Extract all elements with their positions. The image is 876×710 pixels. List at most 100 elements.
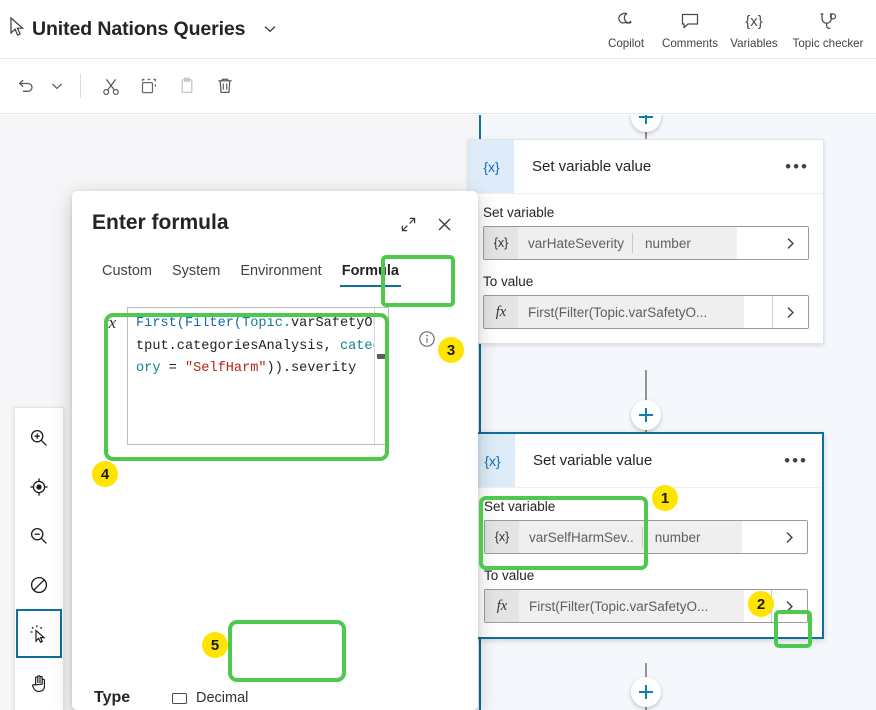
to-value-text: First(Filter(Topic.varSafetyO... xyxy=(528,304,708,320)
canvas-zoom-toolbar xyxy=(14,407,64,710)
undo-dropdown-button[interactable] xyxy=(46,68,68,104)
variable-braces-icon: {x} xyxy=(484,227,518,259)
fx-icon: fx xyxy=(484,296,518,328)
page-title: United Nations Queries xyxy=(32,17,246,40)
annotation-badge-2: 2 xyxy=(748,591,774,617)
node-body: Set variable {x} varSelfHarmSev.. number xyxy=(470,488,822,637)
tab-custom[interactable]: Custom xyxy=(102,263,152,279)
set-variable-field[interactable]: {x} varHateSeverity number xyxy=(483,226,809,260)
reset-zoom-icon[interactable] xyxy=(16,560,62,609)
node-body: Set variable {x} varHateSeverity number xyxy=(469,194,823,343)
close-x-icon[interactable] xyxy=(430,211,458,237)
paste-button[interactable] xyxy=(169,68,205,104)
variable-braces-icon: {x} xyxy=(485,521,519,553)
chevron-down-icon[interactable] xyxy=(259,18,281,40)
to-value-expand-chevron-icon[interactable] xyxy=(771,590,807,622)
field-spacer xyxy=(743,296,772,328)
chevron-right-icon[interactable] xyxy=(772,296,808,328)
formula-input-box[interactable]: First(Filter(Topic.varSafetyOutput.categ… xyxy=(127,307,389,445)
info-circle-icon[interactable] xyxy=(418,330,436,348)
chevron-right-icon[interactable] xyxy=(771,521,807,553)
stethoscope-icon xyxy=(816,8,840,34)
copy-button[interactable] xyxy=(131,68,167,104)
pill-divider xyxy=(641,527,643,547)
svg-text:{x}: {x} xyxy=(745,13,763,30)
flow-graph: {x} Set variable value ••• Set variable … xyxy=(465,115,876,710)
fx-icon: fx xyxy=(485,590,519,622)
node-title: Set variable value xyxy=(532,158,652,175)
variable-pill: {x} varSelfHarmSev.. number xyxy=(485,521,742,553)
variable-type: number xyxy=(654,529,701,545)
to-value-field[interactable]: fx First(Filter(Topic.varSafetyO... xyxy=(484,589,808,623)
annotation-badge-1: 1 xyxy=(652,485,678,511)
formula-token: Filter( xyxy=(184,316,243,331)
header-left-group: United Nations Queries xyxy=(0,16,281,41)
annotation-badge-3: 3 xyxy=(438,337,464,363)
set-variable-field[interactable]: {x} varSelfHarmSev.. number xyxy=(484,520,808,554)
delete-button[interactable] xyxy=(207,68,243,104)
formula-editor[interactable]: fx First(Filter(Topic.varSafetyOutput.ca… xyxy=(93,307,389,445)
add-node-button-top[interactable] xyxy=(631,115,661,132)
chevron-right-icon[interactable] xyxy=(772,227,808,259)
add-node-button-middle[interactable] xyxy=(631,400,661,430)
formula-scrollbar[interactable] xyxy=(374,308,388,444)
pill-divider xyxy=(632,233,634,253)
ellipsis-icon[interactable]: ••• xyxy=(784,450,808,470)
tab-environment[interactable]: Environment xyxy=(240,263,322,279)
to-value-label: To value xyxy=(483,274,534,289)
to-value-field[interactable]: fx First(Filter(Topic.varSafetyO... xyxy=(483,295,809,329)
set-variable-label: Set variable xyxy=(484,499,556,514)
select-pointer-icon[interactable] xyxy=(16,609,62,658)
node-title: Set variable value xyxy=(533,452,653,469)
mouse-cursor-icon xyxy=(8,16,30,40)
topic-checker-label: Topic checker xyxy=(792,37,864,50)
scrollbar-thumb[interactable] xyxy=(377,354,387,359)
fit-to-view-icon[interactable] xyxy=(16,462,62,511)
variable-type: number xyxy=(645,235,691,251)
formula-pill: fx First(Filter(Topic.varSafetyO... xyxy=(485,590,744,622)
formula-pill: fx First(Filter(Topic.varSafetyO... xyxy=(484,296,744,328)
zoom-out-icon[interactable] xyxy=(16,511,62,560)
undo-button[interactable] xyxy=(8,68,44,104)
pan-hand-icon[interactable] xyxy=(16,658,62,707)
copilot-label: Copilot xyxy=(607,37,645,50)
field-spacer xyxy=(741,521,771,553)
comment-bubble-icon xyxy=(679,8,701,34)
variables-button[interactable]: {x} Variables xyxy=(722,2,786,54)
flow-node-set-variable-1[interactable]: {x} Set variable value ••• Set variable … xyxy=(468,139,824,344)
variable-braces-icon: {x} xyxy=(469,140,514,193)
variable-pill: {x} varHateSeverity number xyxy=(484,227,738,259)
tab-formula[interactable]: Formula xyxy=(332,263,409,287)
topic-checker-button[interactable]: Topic checker xyxy=(786,2,870,54)
canvas-accent-divider xyxy=(479,115,481,710)
formula-token: )).severity xyxy=(266,361,357,376)
field-spacer xyxy=(737,227,773,259)
set-variable-label: Set variable xyxy=(483,205,555,220)
comments-button[interactable]: Comments xyxy=(658,2,722,54)
fx-icon: fx xyxy=(103,313,117,332)
enter-formula-dialog: Enter formula Custom System Environment … xyxy=(72,191,478,710)
comments-label: Comments xyxy=(661,37,719,50)
formula-token: = xyxy=(160,361,185,376)
formula-token: Topic. xyxy=(242,316,292,331)
node-header: {x} Set variable value ••• xyxy=(470,434,822,488)
edit-toolbar xyxy=(0,58,876,114)
variable-name: varSelfHarmSev.. xyxy=(529,529,634,545)
ellipsis-icon[interactable]: ••• xyxy=(785,156,809,176)
expand-diagonal-icon[interactable] xyxy=(394,211,422,237)
rectangle-icon xyxy=(172,692,187,704)
dialog-title: Enter formula xyxy=(92,211,229,234)
zoom-in-icon[interactable] xyxy=(16,413,62,462)
variables-label: Variables xyxy=(730,37,778,50)
header-actions: Copilot Comments {x} Variables xyxy=(594,2,870,54)
tab-system[interactable]: System xyxy=(171,263,221,279)
copilot-button[interactable]: Copilot xyxy=(594,2,658,54)
add-node-button-bottom[interactable] xyxy=(631,677,661,707)
cut-button[interactable] xyxy=(93,68,129,104)
connector-line xyxy=(645,115,647,155)
formula-input[interactable]: First(Filter(Topic.varSafetyOutput.categ… xyxy=(128,308,388,381)
formula-token: category xyxy=(136,338,381,377)
annotation-badge-4: 4 xyxy=(92,461,118,487)
formula-token: "SelfHarm" xyxy=(184,361,267,376)
